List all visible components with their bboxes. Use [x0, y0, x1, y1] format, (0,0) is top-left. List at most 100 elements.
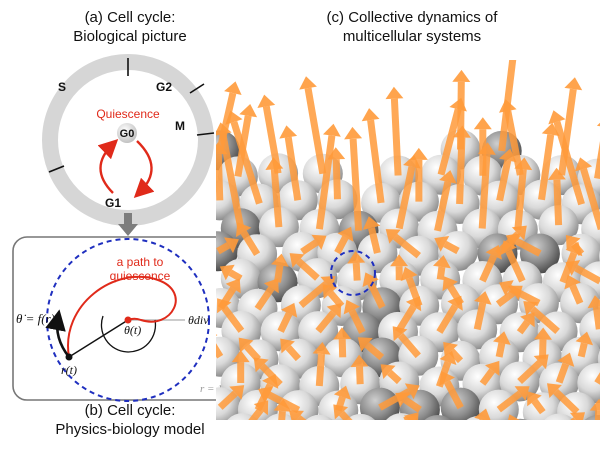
cell-arrow-shaft — [285, 345, 302, 362]
cell-arrow-shaft — [216, 343, 224, 359]
cell-arrow-head — [231, 350, 250, 363]
cell-sphere — [584, 415, 600, 420]
cell-arrow-shaft — [315, 135, 336, 230]
cell-arrow-shaft — [296, 415, 307, 420]
cell-arrow-shaft — [230, 120, 263, 205]
cell-arrow-shaft — [240, 230, 261, 257]
cell-arrow-shaft — [569, 284, 584, 305]
arrow-g1-to-g0 — [97, 139, 119, 194]
cell-arrow-shaft — [338, 410, 353, 420]
cell-arrow-shaft — [367, 281, 386, 309]
cell-arrow-shaft — [407, 419, 409, 420]
cell-arrow-head — [574, 157, 593, 172]
cell-arrow-shaft — [221, 305, 245, 333]
highlight-cell-circle — [330, 250, 376, 296]
cell-arrow-head — [265, 157, 284, 170]
cell-arrow-shaft — [367, 119, 385, 204]
cell-arrow-shaft — [514, 425, 520, 438]
cell-arrow-head — [224, 237, 239, 254]
center-dot — [124, 316, 132, 324]
cell-arrow-head — [403, 155, 421, 169]
velocity-arrow — [45, 309, 71, 358]
cell-arrow-head — [333, 404, 349, 420]
cell-arrow-shaft — [387, 369, 402, 385]
cell-arrow-head — [385, 86, 404, 100]
cell-arrow-head — [442, 276, 458, 292]
cell-arrow-shaft — [516, 319, 531, 335]
cell-arrow-head — [281, 302, 298, 318]
cell-arrow-shaft — [517, 360, 543, 385]
cell-arrow-head — [500, 240, 517, 255]
cell-arrow-head — [404, 383, 420, 400]
cell-arrow-head — [587, 295, 600, 309]
cell-arrow-head — [514, 157, 533, 171]
cell-arrow-head — [235, 222, 252, 238]
cell-arrow-head — [443, 342, 458, 357]
caption-b-line2: Physics-biology model — [55, 421, 205, 438]
cell-arrow-shaft — [495, 342, 506, 358]
cell-arrow-head — [312, 342, 331, 355]
quiescence-label: Quiescence — [96, 107, 160, 121]
cell-arrow-head — [508, 414, 520, 420]
cell-arrow-shaft — [434, 181, 452, 232]
cell-arrow-head — [473, 117, 492, 130]
cell-arrow-shaft — [228, 269, 243, 282]
cell-arrow-head — [271, 253, 289, 267]
cell-arrow-head — [390, 254, 409, 267]
cell-arrow-head — [564, 274, 581, 290]
cell-arrow-head — [357, 337, 373, 352]
cell-arrow-shaft — [349, 138, 363, 231]
cell-arrow-shaft — [219, 133, 245, 229]
cell-arrow-shaft — [332, 159, 341, 200]
cell-arrow-head — [289, 253, 305, 268]
cell-arrow-head — [333, 327, 352, 340]
cell-arrow-head — [380, 364, 396, 379]
cell-arrow-head — [225, 278, 241, 294]
cell-arrow-head — [565, 260, 581, 276]
caption-c-line2: multicellular systems — [342, 28, 482, 45]
cell-arrow-head — [439, 350, 457, 365]
cell-arrow-head — [219, 264, 235, 281]
cell-arrow-head — [565, 235, 581, 250]
cell-arrow-shaft — [580, 167, 600, 231]
cell-arrow-shaft — [553, 179, 563, 226]
caption-a-line1: (a) Cell cycle: — [84, 9, 176, 26]
cell-arrow-shaft — [284, 136, 302, 201]
caption-b-line1: (b) Cell cycle: — [84, 402, 176, 419]
path-label-line2: quiescence — [110, 269, 171, 283]
panel-b-model: a path to quiescence θ̇ = f(r) θ(t) r(t)… — [12, 236, 243, 402]
cell-arrow-head — [347, 251, 366, 264]
cell-arrow-head — [589, 398, 600, 411]
cell-arrow-head — [447, 295, 463, 311]
cell-arrow-shaft — [443, 380, 464, 410]
phase-s-label: S — [58, 80, 66, 94]
cell-arrow-head — [216, 122, 232, 136]
cell-arrow-shaft — [300, 239, 319, 255]
cell-arrow-head — [322, 284, 338, 299]
path-label-line1: a path to — [117, 255, 164, 269]
cell-arrow-head — [548, 110, 566, 125]
ring-divider-2 — [189, 83, 205, 94]
phase-m-label: M — [175, 119, 185, 133]
cell-arrow-head — [499, 148, 517, 163]
cell-arrow-head — [541, 122, 560, 136]
cell-arrow-head — [262, 374, 279, 389]
cell-arrow-shaft — [368, 227, 381, 254]
cell-arrow-head — [596, 122, 600, 127]
cell-arrow-shaft — [570, 417, 576, 420]
cell-arrow-head — [485, 360, 500, 376]
cell-arrow-head — [395, 392, 411, 408]
phase-g2-label: G2 — [156, 80, 172, 94]
cell-arrow-head — [547, 167, 566, 180]
angle-arc — [100, 315, 157, 353]
cell-arrow-head — [547, 383, 562, 398]
cell-arrow-shaft — [334, 235, 349, 255]
cell-arrow-head — [523, 301, 539, 316]
cell-arrow-shaft — [529, 306, 560, 335]
cell-arrow-shaft — [505, 249, 526, 283]
arrow-g0-to-g1 — [133, 140, 155, 198]
cell-arrow-head — [565, 241, 583, 257]
cell-arrow-head — [216, 334, 218, 336]
cell-arrow-head — [263, 278, 279, 294]
cell-arrow-head — [361, 108, 380, 122]
